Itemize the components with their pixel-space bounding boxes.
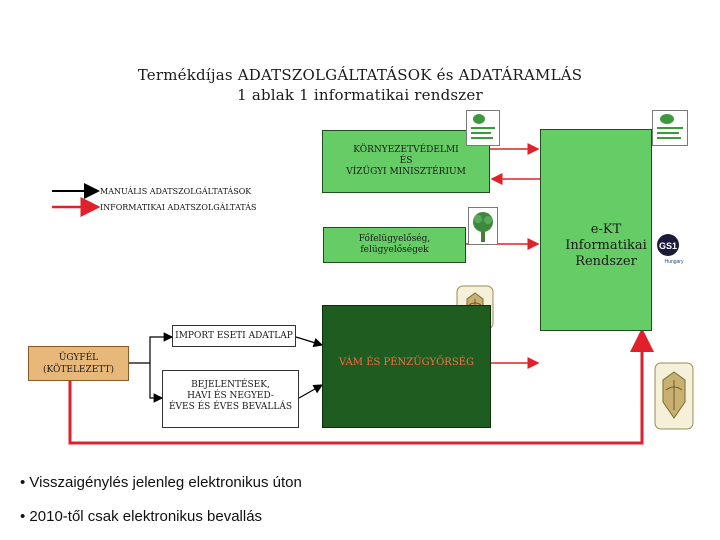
legend-it-label: INFORMATIKAI ADATSZOLGÁLTATÁS bbox=[100, 203, 257, 212]
legend-manual-label: MANUÁLIS ADATSZOLGÁLTATÁSOK bbox=[100, 187, 252, 196]
ekt-ministry-logo-icon bbox=[652, 110, 688, 146]
bullet-item: • Visszaigénylés jelenleg elektronikus ú… bbox=[20, 474, 302, 491]
tree-icon bbox=[468, 207, 498, 245]
gs1-logo-icon: GS1 Hungary bbox=[654, 232, 686, 266]
diagram-subtitle: 1 ablak 1 informatikai rendszer bbox=[237, 86, 483, 104]
gs1-logo-text: GS1 bbox=[659, 241, 677, 251]
inspectorate-line2: felügyelőségek bbox=[360, 245, 429, 255]
ministry-logo-icon bbox=[466, 110, 500, 146]
import-to-customs-arrow bbox=[295, 336, 324, 348]
customs-emblem-large-icon bbox=[654, 362, 694, 430]
client-to-ekt-loop-arrow bbox=[68, 328, 654, 445]
client-to-declarations-arrow bbox=[149, 363, 164, 403]
client-box: ÜGYFÉL (KÖTELEZETT) bbox=[28, 346, 129, 381]
declarations-line2: HAVI ÉS NEGYED- bbox=[187, 391, 274, 401]
customs-label: VÁM ÉS PÉNZÜGYŐRSÉG bbox=[339, 357, 474, 368]
client-line1: ÜGYFÉL bbox=[58, 353, 99, 363]
ekt-line3: Rendszer bbox=[575, 254, 637, 269]
inspectorate-box: Főfelügyelőség, felügyelőségek bbox=[323, 227, 466, 263]
ekt-system-label: e-KT Informatikai Rendszer bbox=[556, 222, 656, 270]
ministry-line3: VÍZÜGYI MINISZTÉRIUM bbox=[346, 167, 466, 177]
ekt-system-box bbox=[540, 129, 652, 331]
customs-box: VÁM ÉS PÉNZÜGYŐRSÉG bbox=[322, 305, 491, 428]
ministry-box: KÖRNYEZETVÉDELMI ÉS VÍZÜGYI MINISZTÉRIUM bbox=[322, 130, 490, 193]
inspectorate-line1: Főfelügyelőség, bbox=[358, 234, 431, 244]
declarations-to-customs-arrow bbox=[298, 384, 324, 399]
client-to-import-arrow bbox=[129, 332, 174, 364]
ministry-line1: KÖRNYEZETVÉDELMI bbox=[353, 145, 459, 155]
declarations-box: BEJELENTÉSEK, HAVI ÉS NEGYED- ÉVES ÉS ÉV… bbox=[162, 370, 299, 428]
diagram-title: Termékdíjas ADATSZOLGÁLTATÁSOK és ADATÁR… bbox=[137, 66, 583, 84]
ekt-line1: e-KT bbox=[590, 222, 622, 237]
declarations-line1: BEJELENTÉSEK, bbox=[191, 380, 270, 390]
ministry-line2: ÉS bbox=[399, 156, 413, 166]
declarations-line3: ÉVES ÉS ÉVES BEVALLÁS bbox=[168, 402, 293, 412]
ekt-line2: Informatikai bbox=[565, 238, 647, 253]
bullet-item: • 2010-től csak elektronikus bevallás bbox=[20, 508, 263, 525]
gs1-logo-subtext: Hungary bbox=[665, 259, 684, 265]
import-form-box: IMPORT ESETI ADATLAP bbox=[172, 325, 296, 347]
client-line2: (KÖTELEZETT) bbox=[43, 365, 114, 375]
